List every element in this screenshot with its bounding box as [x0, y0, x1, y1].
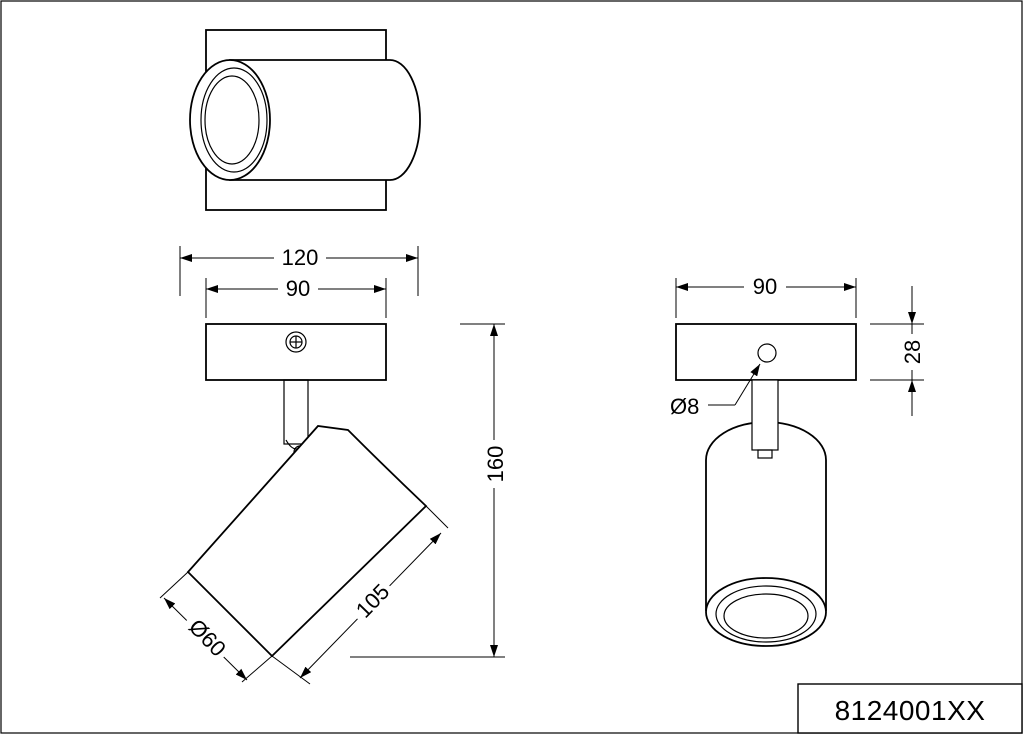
top-view-shade-ring [200, 67, 268, 173]
dimension-hole-diameter: Ø8 [670, 363, 761, 419]
front-view-arm [283, 379, 309, 445]
label-base-thickness: 28 [900, 340, 925, 364]
label-overall-width: 120 [282, 245, 319, 270]
side-view-shade-rim [705, 577, 827, 647]
label-base-width: 90 [286, 276, 310, 301]
top-view-shade-body [229, 59, 421, 181]
mounting-hole [757, 343, 777, 363]
side-view [675, 323, 857, 647]
part-number: 8124001XX [835, 695, 986, 726]
label-side-base-width: 90 [753, 274, 777, 299]
top-view [189, 29, 421, 211]
top-view-lens [204, 75, 260, 165]
front-view-shade [186, 425, 428, 658]
dimension-overall-width: 120 [179, 244, 419, 296]
label-height: 160 [483, 446, 508, 483]
side-view-base-plate [675, 323, 857, 381]
dimension-side-base-width: 90 [675, 274, 857, 318]
side-view-lens [723, 593, 809, 639]
dimension-base-thickness: 28 [870, 286, 926, 416]
screw-icon [285, 331, 307, 353]
label-hole-diameter: Ø8 [670, 394, 699, 419]
front-view [186, 323, 428, 658]
side-view-arm [751, 379, 779, 451]
top-view-shade-rim [189, 59, 271, 181]
dimension-base-width: 90 [205, 276, 387, 318]
dimension-height: 160 [350, 323, 508, 658]
title-block: 8124001XX [797, 683, 1023, 734]
